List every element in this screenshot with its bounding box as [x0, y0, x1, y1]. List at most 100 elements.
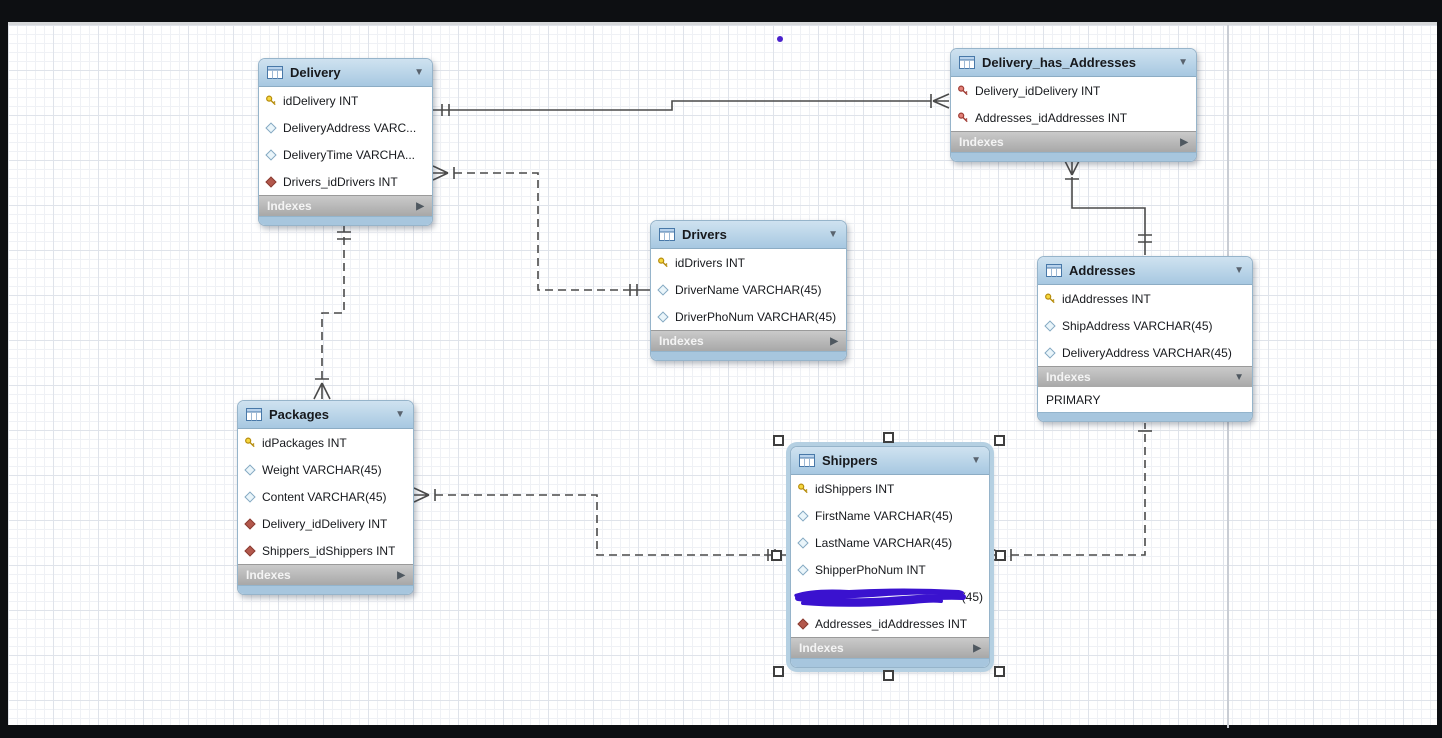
collapse-arrow-icon[interactable]: ▼ — [828, 229, 838, 240]
table-drivers[interactable]: Drivers ▼ idDrivers INT DriverName VARCH… — [650, 220, 847, 361]
table-header[interactable]: Packages ▼ — [238, 401, 413, 429]
column-row[interactable]: idDelivery INT — [259, 87, 432, 114]
index-row-primary[interactable]: PRIMARY — [1038, 387, 1252, 412]
column-row[interactable]: Addresses_idAddresses INT — [951, 104, 1196, 131]
indexes-footer[interactable]: Indexes ▶ — [238, 564, 413, 585]
column-label: DriverName VARCHAR(45) — [675, 283, 821, 297]
column-label: idDrivers INT — [675, 256, 745, 270]
collapse-arrow-icon[interactable]: ▼ — [1234, 265, 1244, 276]
ink-scribble — [791, 585, 971, 610]
column-row[interactable]: idAddresses INT — [1038, 285, 1252, 312]
column-row[interactable]: idDrivers INT — [651, 249, 846, 276]
column-row[interactable]: idPackages INT — [238, 429, 413, 456]
column-row[interactable]: Content VARCHAR(45) — [238, 483, 413, 510]
column-row[interactable]: ShipperPhoNum INT — [791, 556, 989, 583]
foreign-key-icon — [244, 545, 255, 556]
column-row[interactable]: DeliveryTime VARCHA... — [259, 141, 432, 168]
index-label: PRIMARY — [1046, 393, 1100, 407]
table-title: Shippers — [822, 453, 964, 468]
table-bottom-strip — [951, 152, 1196, 161]
selection-handle-w[interactable] — [771, 550, 782, 561]
column-row[interactable]: Addresses_idAddresses INT — [791, 610, 989, 637]
column-label: DeliveryAddress VARC... — [283, 121, 416, 135]
column-label: FirstName VARCHAR(45) — [815, 509, 953, 523]
column-label: idDelivery INT — [283, 94, 358, 108]
column-label: LastName VARCHAR(45) — [815, 536, 952, 550]
collapse-arrow-icon[interactable]: ▼ — [1178, 57, 1188, 68]
column-row[interactable]: Delivery_idDelivery INT — [238, 510, 413, 537]
expand-icon[interactable]: ▶ — [397, 570, 405, 581]
column-row[interactable]: Drivers_idDrivers INT — [259, 168, 432, 195]
column-row[interactable]: ShipAddress VARCHAR(45) — [1038, 312, 1252, 339]
table-bottom-strip — [1038, 412, 1252, 421]
table-packages[interactable]: Packages ▼ idPackages INT Weight VARCHAR… — [237, 400, 414, 595]
relationship-addresses-to-delivery-has-addresses[interactable] — [1065, 161, 1152, 255]
relationship-addresses-to-shippers[interactable] — [990, 423, 1152, 562]
column-row[interactable]: Weight VARCHAR(45) — [238, 456, 413, 483]
indexes-footer[interactable]: Indexes ▶ — [651, 330, 846, 351]
column-row[interactable]: DeliveryAddress VARCHAR(45) — [1038, 339, 1252, 366]
indexes-footer[interactable]: Indexes ▶ — [791, 637, 989, 658]
table-shippers[interactable]: Shippers ▼ idShippers INT FirstName VARC… — [790, 446, 990, 668]
expand-icon[interactable]: ▶ — [1180, 137, 1188, 148]
selection-handle-e[interactable] — [995, 550, 1006, 561]
table-bottom-strip — [791, 658, 989, 667]
column-row[interactable]: Shippers_idShippers INT — [238, 537, 413, 564]
collapse-arrow-icon[interactable]: ▼ — [395, 409, 405, 420]
column-row[interactable]: DriverName VARCHAR(45) — [651, 276, 846, 303]
column-label: idPackages INT — [262, 436, 347, 450]
table-delivery[interactable]: Delivery ▼ idDelivery INT DeliveryAddres… — [258, 58, 433, 226]
foreign-key-icon — [244, 518, 255, 529]
column-row[interactable]: idShippers INT — [791, 475, 989, 502]
column-row[interactable]: DriverPhoNum VARCHAR(45) — [651, 303, 846, 330]
column-label: Delivery_idDelivery INT — [262, 517, 387, 531]
foreign-key-icon — [265, 176, 276, 187]
column-label: Addresses_idAddresses INT — [815, 617, 967, 631]
expand-icon[interactable]: ▶ — [973, 643, 981, 654]
indexes-label: Indexes — [1046, 370, 1091, 384]
selection-handle-se[interactable] — [994, 666, 1005, 677]
table-header[interactable]: Shippers ▼ — [791, 447, 989, 475]
diagram-canvas[interactable]: Delivery ▼ idDelivery INT DeliveryAddres… — [8, 22, 1437, 725]
indexes-footer[interactable]: Indexes ▶ — [259, 195, 432, 216]
column-icon — [797, 564, 808, 575]
expand-icon[interactable]: ▶ — [830, 336, 838, 347]
column-row[interactable]: LastName VARCHAR(45) — [791, 529, 989, 556]
table-header[interactable]: Delivery ▼ — [259, 59, 432, 87]
column-label: ShipperPhoNum INT — [815, 563, 926, 577]
relationship-shippers-to-packages[interactable] — [414, 488, 790, 561]
stray-ink-dot — [777, 36, 783, 42]
table-icon — [1046, 264, 1062, 277]
column-row[interactable]: DeliveryAddress VARC... — [259, 114, 432, 141]
relationship-drivers-to-delivery[interactable] — [433, 166, 650, 296]
relationship-delivery-to-delivery-has-addresses[interactable] — [433, 94, 949, 116]
selection-handle-sw[interactable] — [773, 666, 784, 677]
relationship-delivery-to-packages[interactable] — [314, 224, 351, 399]
indexes-footer[interactable]: Indexes ▼ — [1038, 366, 1252, 387]
table-addresses[interactable]: Addresses ▼ idAddresses INT ShipAddress … — [1037, 256, 1253, 422]
column-icon — [265, 122, 276, 133]
table-header[interactable]: Delivery_has_Addresses ▼ — [951, 49, 1196, 77]
indexes-label: Indexes — [799, 641, 844, 655]
column-row-scribbled[interactable]: (45) — [791, 583, 989, 610]
selection-handle-n[interactable] — [883, 432, 894, 443]
expand-icon[interactable]: ▶ — [416, 201, 424, 212]
foreign-primary-key-icon — [957, 84, 970, 97]
collapse-indexes-icon[interactable]: ▼ — [1234, 372, 1244, 383]
selection-handle-nw[interactable] — [773, 435, 784, 446]
indexes-footer[interactable]: Indexes ▶ — [951, 131, 1196, 152]
primary-key-icon — [1044, 292, 1057, 305]
table-title: Delivery — [290, 65, 407, 80]
table-delivery-has-addresses[interactable]: Delivery_has_Addresses ▼ Delivery_idDeli… — [950, 48, 1197, 162]
table-title: Delivery_has_Addresses — [982, 55, 1171, 70]
table-header[interactable]: Addresses ▼ — [1038, 257, 1252, 285]
collapse-arrow-icon[interactable]: ▼ — [971, 455, 981, 466]
collapse-arrow-icon[interactable]: ▼ — [414, 67, 424, 78]
table-header[interactable]: Drivers ▼ — [651, 221, 846, 249]
indexes-label: Indexes — [659, 334, 704, 348]
selection-handle-ne[interactable] — [994, 435, 1005, 446]
selection-handle-s[interactable] — [883, 670, 894, 681]
column-row[interactable]: FirstName VARCHAR(45) — [791, 502, 989, 529]
column-row[interactable]: Delivery_idDelivery INT — [951, 77, 1196, 104]
indexes-label: Indexes — [267, 199, 312, 213]
